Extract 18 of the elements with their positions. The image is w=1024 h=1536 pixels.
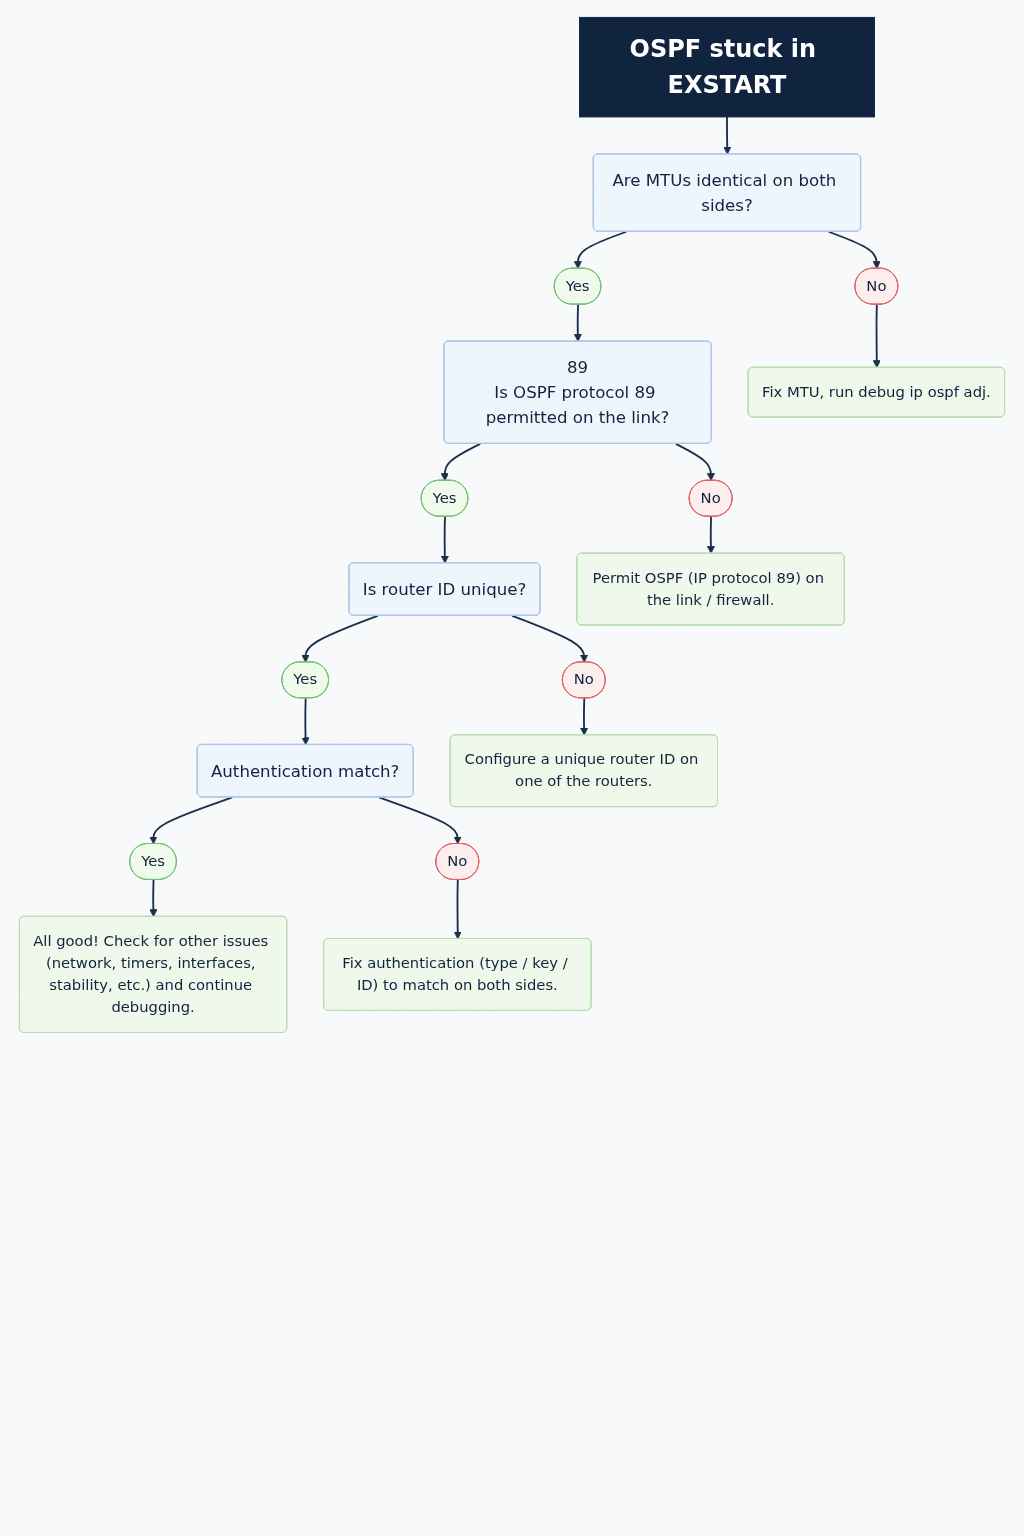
arrow [573,230,628,269]
arrow [573,303,582,342]
arrow [149,796,234,845]
arrow [723,116,732,155]
arrow [440,442,482,482]
arrow [301,614,379,663]
arrow [674,442,715,482]
arrow [511,614,589,663]
arrow [453,879,462,940]
arrow [301,697,310,746]
arrow [580,697,589,736]
arrow [872,303,881,369]
node-box: OSPF stuck in EXSTART [579,16,875,118]
arrow [827,230,881,269]
arrow [378,796,462,845]
arrow [149,879,158,918]
arrow [706,515,715,554]
arrow [440,515,449,564]
